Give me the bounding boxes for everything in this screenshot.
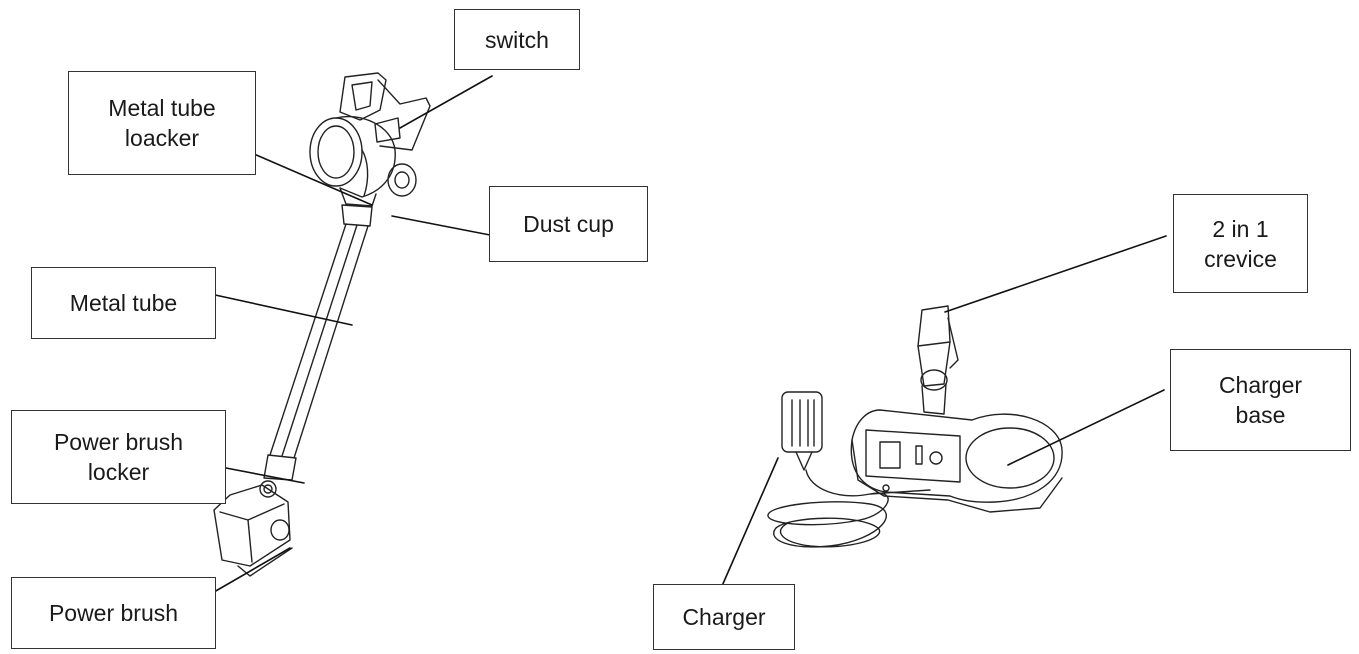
leader-dust-cup bbox=[391, 215, 491, 236]
label-charger-base: Charger base bbox=[1170, 349, 1351, 451]
leader-power-brush-locker bbox=[225, 467, 305, 484]
vacuum-illustration bbox=[213, 72, 431, 577]
leader-metal-tube-locker bbox=[239, 147, 373, 206]
label-dust-cup: Dust cup bbox=[489, 186, 648, 262]
metal-tube bbox=[269, 223, 347, 456]
label-power-brush-locker: Power brush locker bbox=[11, 410, 226, 504]
leader-switch bbox=[399, 75, 493, 129]
label-power-brush: Power brush bbox=[11, 577, 216, 649]
leader-metal-tube bbox=[205, 292, 353, 326]
vacuum-handle bbox=[339, 72, 387, 121]
label-metal-tube: Metal tube bbox=[31, 267, 216, 339]
label-charger: Charger bbox=[653, 584, 795, 650]
leader-charger-base bbox=[1007, 389, 1165, 466]
switch-part bbox=[374, 117, 401, 143]
charger-cord bbox=[767, 469, 931, 548]
label-crevice: 2 in 1 crevice bbox=[1173, 194, 1308, 293]
label-metal-tube-locker: Metal tube loacker bbox=[68, 71, 256, 175]
leader-crevice bbox=[944, 235, 1167, 313]
label-switch: switch bbox=[454, 9, 580, 70]
tube-locker-joint bbox=[341, 204, 373, 227]
leader-power-brush bbox=[213, 547, 291, 593]
charger-plug bbox=[781, 391, 823, 453]
leader-charger bbox=[721, 457, 779, 587]
charger-base-illustration bbox=[767, 305, 1063, 548]
power-brush-head bbox=[213, 484, 291, 567]
leader-lines bbox=[205, 75, 1167, 593]
